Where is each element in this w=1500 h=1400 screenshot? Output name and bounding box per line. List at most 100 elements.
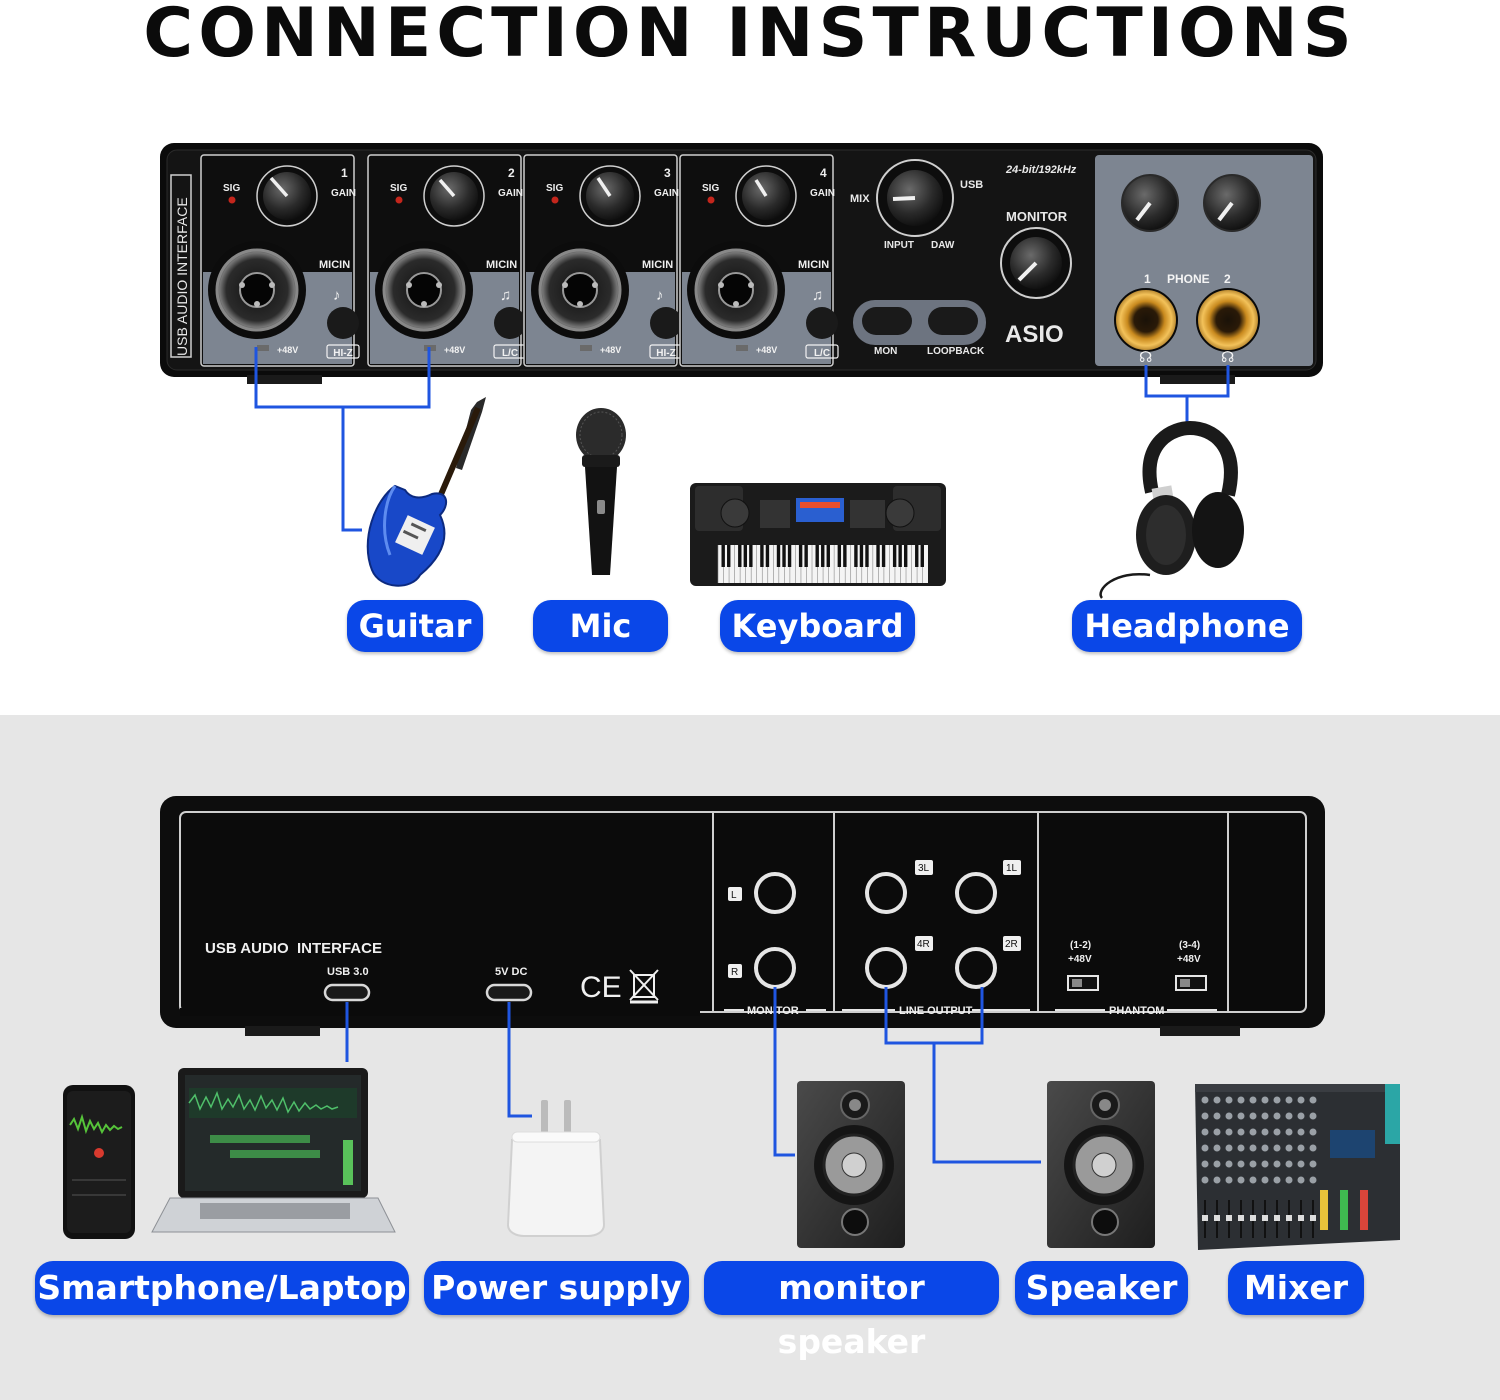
speaker-icon: [1047, 1081, 1155, 1248]
channel-number: 2: [508, 166, 515, 180]
sig-led: [228, 196, 236, 204]
phone-label: PHONE: [1167, 272, 1210, 286]
mic-icon: ♫: [500, 287, 511, 304]
phantom-label: +48V: [756, 345, 777, 355]
keyboard-label: Keyboard: [720, 600, 915, 652]
line-out-4r-jack[interactable]: [865, 947, 907, 989]
usb-port-label: USB 3.0: [327, 966, 369, 978]
gain-knob-3[interactable]: [579, 165, 641, 227]
usb-knob-label: USB: [960, 179, 983, 191]
monitor-r-jack[interactable]: [754, 947, 796, 989]
monitor-l-label: L: [731, 890, 737, 901]
mixer-icon: [1195, 1084, 1400, 1250]
phantom-label: +48V: [444, 345, 465, 355]
back-panel: USB AUDIO INTERFACE USB 3.0 5V DC CE L R…: [160, 796, 1325, 1036]
gain-label: GAIN: [498, 188, 523, 199]
mon-label: MON: [874, 346, 897, 357]
sig-led: [551, 196, 559, 204]
headphone-label: Headphone: [1072, 600, 1302, 652]
channel-number: 3: [664, 166, 671, 180]
phantom-12-label: (1-2): [1070, 940, 1091, 951]
mode-label: L/C: [502, 348, 518, 359]
combo-input-jack-2[interactable]: [375, 241, 473, 339]
mode-label: HI-Z: [333, 348, 352, 359]
bottom-connection-lines: [345, 987, 1041, 1164]
phone-knob-1[interactable]: [1121, 174, 1179, 232]
phantom-12-48v: +48V: [1068, 954, 1092, 965]
speaker-label: Speaker: [1015, 1261, 1188, 1315]
loopback-label: LOOPBACK: [927, 346, 985, 357]
micin-label: MICIN: [798, 259, 829, 271]
dc-port[interactable]: [485, 983, 533, 1002]
dc-port-label: 5V DC: [495, 966, 527, 978]
guitar-icon: [366, 397, 486, 587]
mode-switch-2[interactable]: [494, 307, 526, 339]
guitar-label: Guitar: [347, 600, 483, 652]
mic-icon: ♫: [812, 287, 823, 304]
mic-label: Mic: [533, 600, 668, 652]
speaker-icon: [797, 1081, 905, 1248]
phone-jack-2[interactable]: [1196, 288, 1260, 352]
micin-label: MICIN: [486, 259, 517, 271]
phone-knob-2[interactable]: [1203, 174, 1261, 232]
mon-button[interactable]: [862, 307, 912, 335]
line-out-2r-jack[interactable]: [955, 947, 997, 989]
sig-label: SIG: [546, 183, 563, 194]
monitor-l-jack[interactable]: [754, 872, 796, 914]
side-label: USB AUDIO INTERFACE: [174, 197, 190, 356]
microphone-icon: [576, 408, 626, 575]
loopback-button[interactable]: [928, 307, 978, 335]
out-4r-label: 4R: [917, 939, 930, 950]
usb-port[interactable]: [323, 983, 371, 1002]
sig-label: SIG: [223, 183, 240, 194]
gain-knob-1[interactable]: [256, 165, 318, 227]
monitor-label: MONITOR: [1006, 209, 1068, 224]
phone-jack-1[interactable]: [1114, 288, 1178, 352]
phantom-label: +48V: [277, 345, 298, 355]
smartphone-icon: [63, 1085, 135, 1239]
daw-label: DAW: [931, 240, 955, 251]
gain-knob-2[interactable]: [423, 165, 485, 227]
mode-switch-1[interactable]: [327, 307, 359, 339]
line-out-3l-jack[interactable]: [865, 872, 907, 914]
sig-label: SIG: [390, 183, 407, 194]
combo-input-jack-3[interactable]: [531, 241, 629, 339]
mode-label: L/C: [814, 348, 830, 359]
channel-number: 1: [341, 166, 348, 180]
input-label: INPUT: [884, 240, 914, 251]
ce-mark: CE: [580, 971, 622, 1004]
weee-bin-icon: [629, 969, 659, 1004]
guitar-icon: ♪: [656, 287, 664, 304]
micin-label: MICIN: [319, 259, 350, 271]
mixer-label: Mixer: [1228, 1261, 1364, 1315]
mode-switch-4[interactable]: [806, 307, 838, 339]
channel-number: 4: [820, 166, 827, 180]
gain-knob-4[interactable]: [735, 165, 797, 227]
phantom-led: [580, 345, 592, 351]
gain-label: GAIN: [331, 188, 356, 199]
page-title: CONNECTION INSTRUCTIONS: [143, 0, 1357, 73]
out-2r-label: 2R: [1005, 939, 1018, 950]
smartphone-laptop-label: Smartphone/Laptop: [35, 1261, 409, 1315]
spec-label: 24-bit/192kHz: [1005, 164, 1077, 176]
sig-label: SIG: [702, 183, 719, 194]
guitar-icon: ♪: [333, 287, 341, 304]
phantom-34-label: (3-4): [1179, 940, 1200, 951]
mode-switch-3[interactable]: [650, 307, 682, 339]
headphone-icon: [1099, 420, 1244, 599]
combo-input-jack-4[interactable]: [687, 241, 785, 339]
line-out-1l-jack[interactable]: [955, 872, 997, 914]
out-3l-label: 3L: [918, 863, 930, 874]
phantom-section-label: PHANTOM: [1109, 1005, 1164, 1017]
headphone-symbol-icon: ☊: [1139, 349, 1152, 366]
phantom-label: +48V: [600, 345, 621, 355]
combo-input-jack-1[interactable]: [208, 241, 306, 339]
phone-1-label: 1: [1144, 272, 1151, 286]
line-output-label: LINE OUTPUT: [899, 1005, 973, 1017]
power-adapter-icon: [506, 1100, 606, 1237]
